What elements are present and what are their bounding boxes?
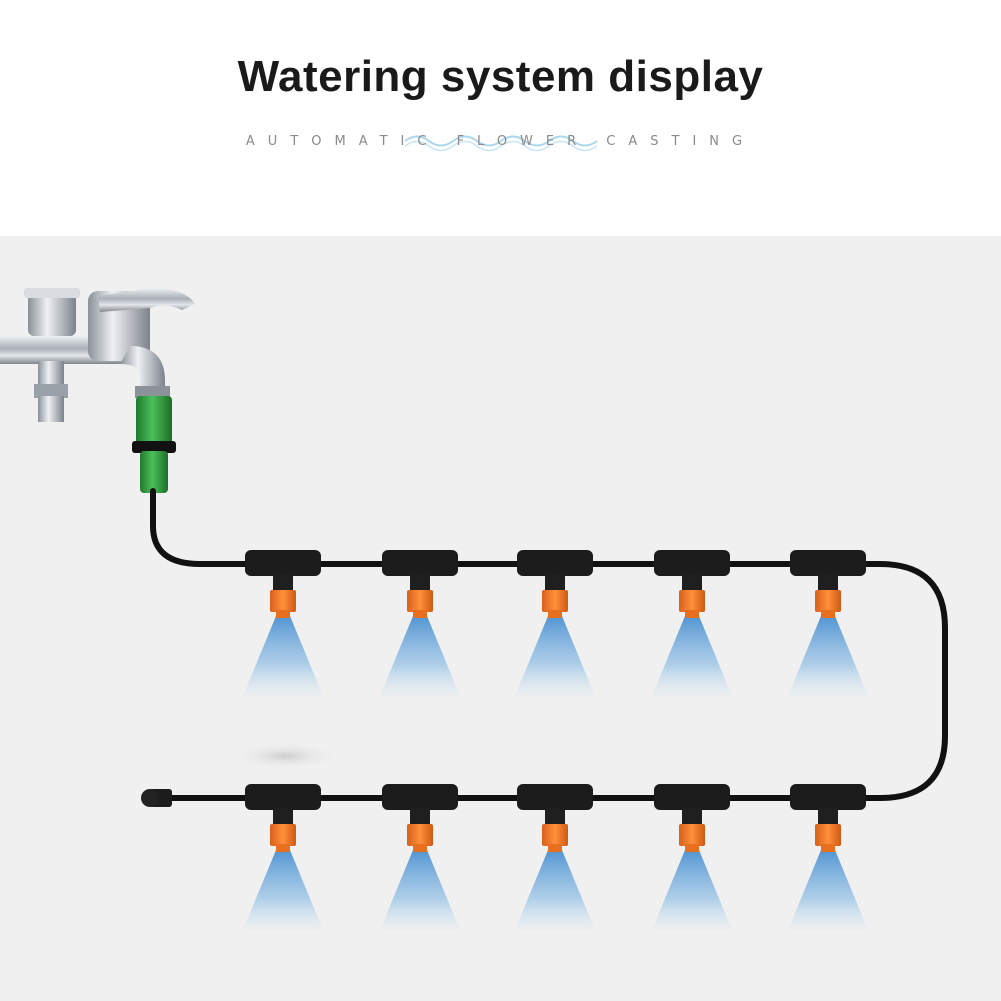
- nozzle-2: [380, 550, 460, 696]
- end-cap: [141, 789, 172, 807]
- bottom-row-nozzles: [243, 784, 868, 930]
- nozzle-9: [652, 784, 732, 930]
- shadow: [230, 742, 340, 770]
- nozzle-4: [652, 550, 732, 696]
- wave-decoration: [404, 135, 598, 152]
- nozzle-10: [788, 784, 868, 930]
- hose-adapter: [132, 396, 176, 493]
- nozzle-7: [380, 784, 460, 930]
- watering-illustration: [0, 288, 948, 930]
- header-area: Watering system display AUTOMATIC FLOWER…: [0, 0, 1001, 236]
- watering-scene: [0, 236, 1001, 1001]
- page-title: Watering system display: [237, 52, 764, 101]
- page-subtitle: AUTOMATIC FLOWER CASTING: [245, 134, 756, 149]
- top-row-nozzles: [243, 550, 868, 696]
- nozzle-5: [788, 550, 868, 696]
- nozzle-8: [515, 784, 595, 930]
- faucet: [0, 288, 195, 422]
- nozzle-1: [243, 550, 323, 696]
- nozzle-3: [515, 550, 595, 696]
- hose-line: [150, 488, 948, 801]
- nozzle-6: [243, 784, 323, 930]
